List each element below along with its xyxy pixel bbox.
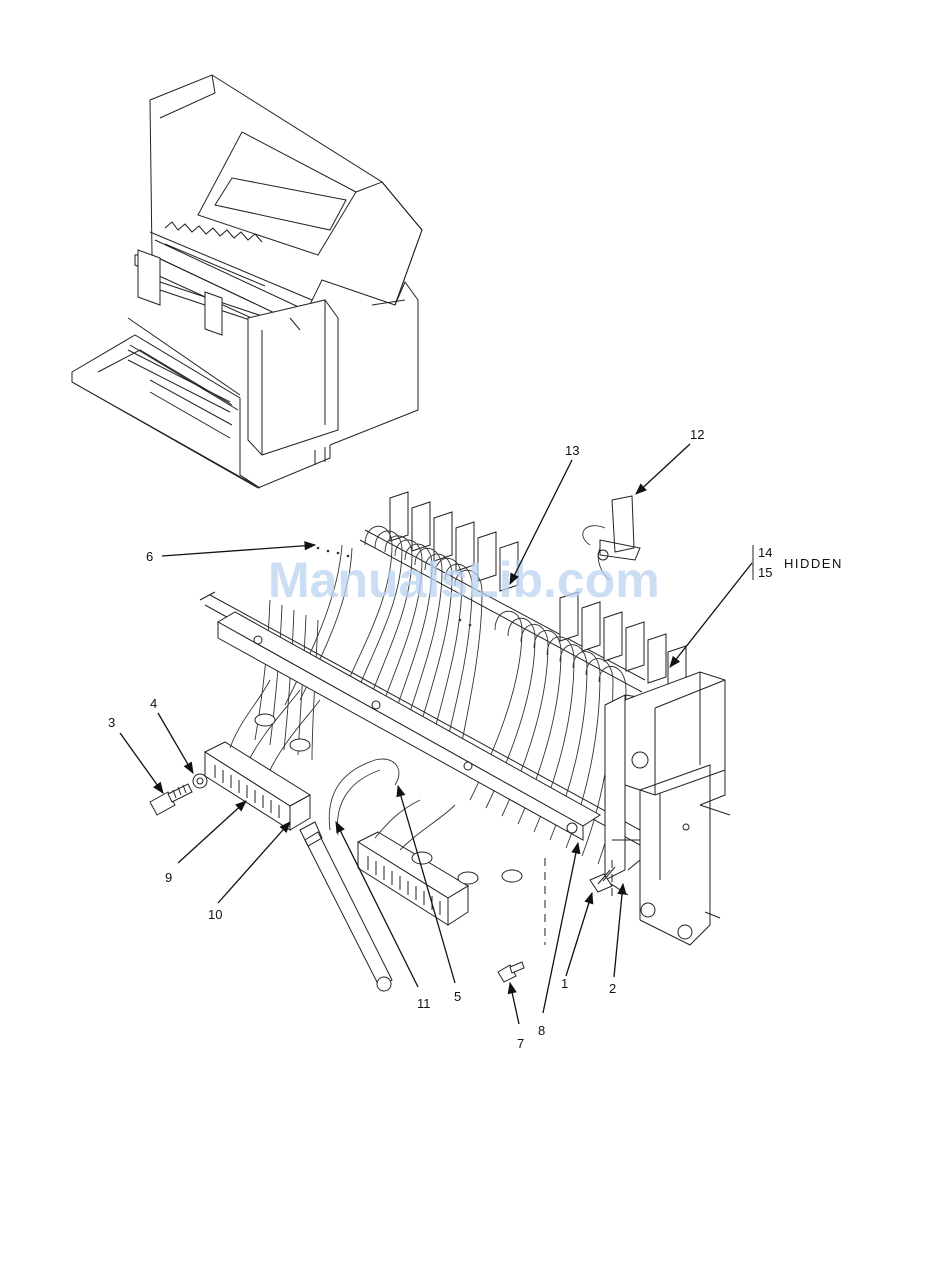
callout-4: 4 — [150, 696, 157, 711]
watermark-text: ManualsLib.com — [268, 552, 660, 608]
callout-labels: 1 2 3 4 5 6 7 8 9 10 11 12 13 14 15 HIDD… — [108, 427, 843, 1051]
connector-left — [205, 680, 320, 830]
callout-1: 1 — [561, 976, 568, 991]
screw-1 — [590, 867, 615, 892]
printer-locator-view — [72, 75, 422, 488]
callout-8: 8 — [538, 1023, 545, 1038]
screw-7 — [498, 962, 524, 982]
wire-loop — [329, 759, 399, 830]
callout-11: 11 — [417, 996, 431, 1011]
motor-housing — [625, 672, 730, 945]
callout-5: 5 — [454, 989, 461, 1004]
callout-14: 14 — [758, 545, 772, 560]
callout-15: 15 — [758, 565, 772, 580]
callout-6: 6 — [146, 549, 153, 564]
connector-lower — [358, 800, 522, 925]
callout-7: 7 — [517, 1036, 524, 1051]
callout-3: 3 — [108, 715, 115, 730]
wire-bundle-right — [470, 611, 626, 864]
callout-9: 9 — [165, 870, 172, 885]
callout-2: 2 — [609, 981, 616, 996]
callout-10: 10 — [208, 907, 222, 922]
screw-3 — [150, 784, 192, 815]
callout-13: 13 — [565, 443, 579, 458]
callout-12: 12 — [690, 427, 704, 442]
hidden-note: HIDDEN — [784, 556, 843, 571]
washer-4 — [193, 774, 207, 788]
